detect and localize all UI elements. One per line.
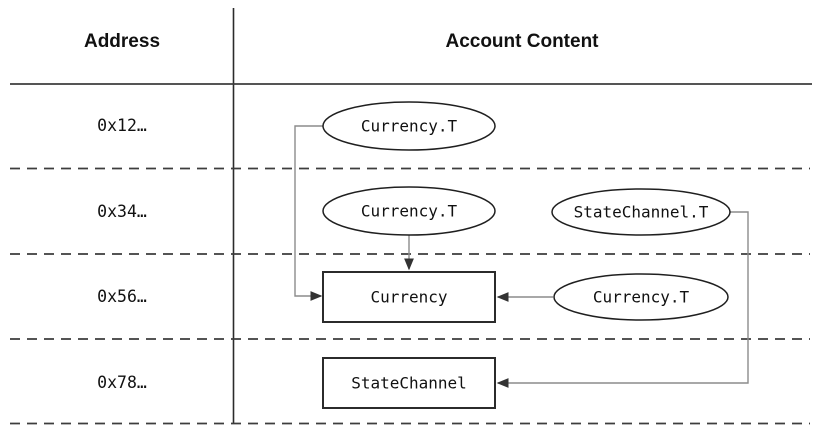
column-header-account-content: Account Content bbox=[445, 31, 599, 52]
node-currency-module-label: Currency bbox=[370, 288, 447, 307]
column-header-address: Address bbox=[84, 31, 160, 52]
edge-statechannelT-to-statechannel bbox=[496, 211, 749, 388]
address-row-3: 0x56… bbox=[97, 287, 147, 306]
address-row-4: 0x78… bbox=[97, 373, 147, 392]
node-currency-t-2: Currency.T bbox=[322, 186, 496, 236]
node-currency-module: Currency bbox=[322, 271, 496, 323]
address-row-1: 0x12… bbox=[97, 116, 147, 135]
node-statechannel-t-label: StateChannel.T bbox=[574, 203, 709, 222]
node-currency-t-1: Currency.T bbox=[322, 101, 496, 151]
node-currency-t-2-label: Currency.T bbox=[361, 202, 458, 221]
node-currency-t-1-label: Currency.T bbox=[361, 117, 458, 136]
node-currency-t-3: Currency.T bbox=[553, 273, 729, 321]
node-statechannel-t: StateChannel.T bbox=[551, 188, 731, 236]
address-row-2: 0x34… bbox=[97, 202, 147, 221]
node-currency-t-3-label: Currency.T bbox=[593, 288, 690, 307]
edge-currencyT1-to-currency bbox=[294, 125, 324, 301]
node-statechannel-module: StateChannel bbox=[322, 357, 496, 409]
node-statechannel-module-label: StateChannel bbox=[351, 374, 467, 393]
